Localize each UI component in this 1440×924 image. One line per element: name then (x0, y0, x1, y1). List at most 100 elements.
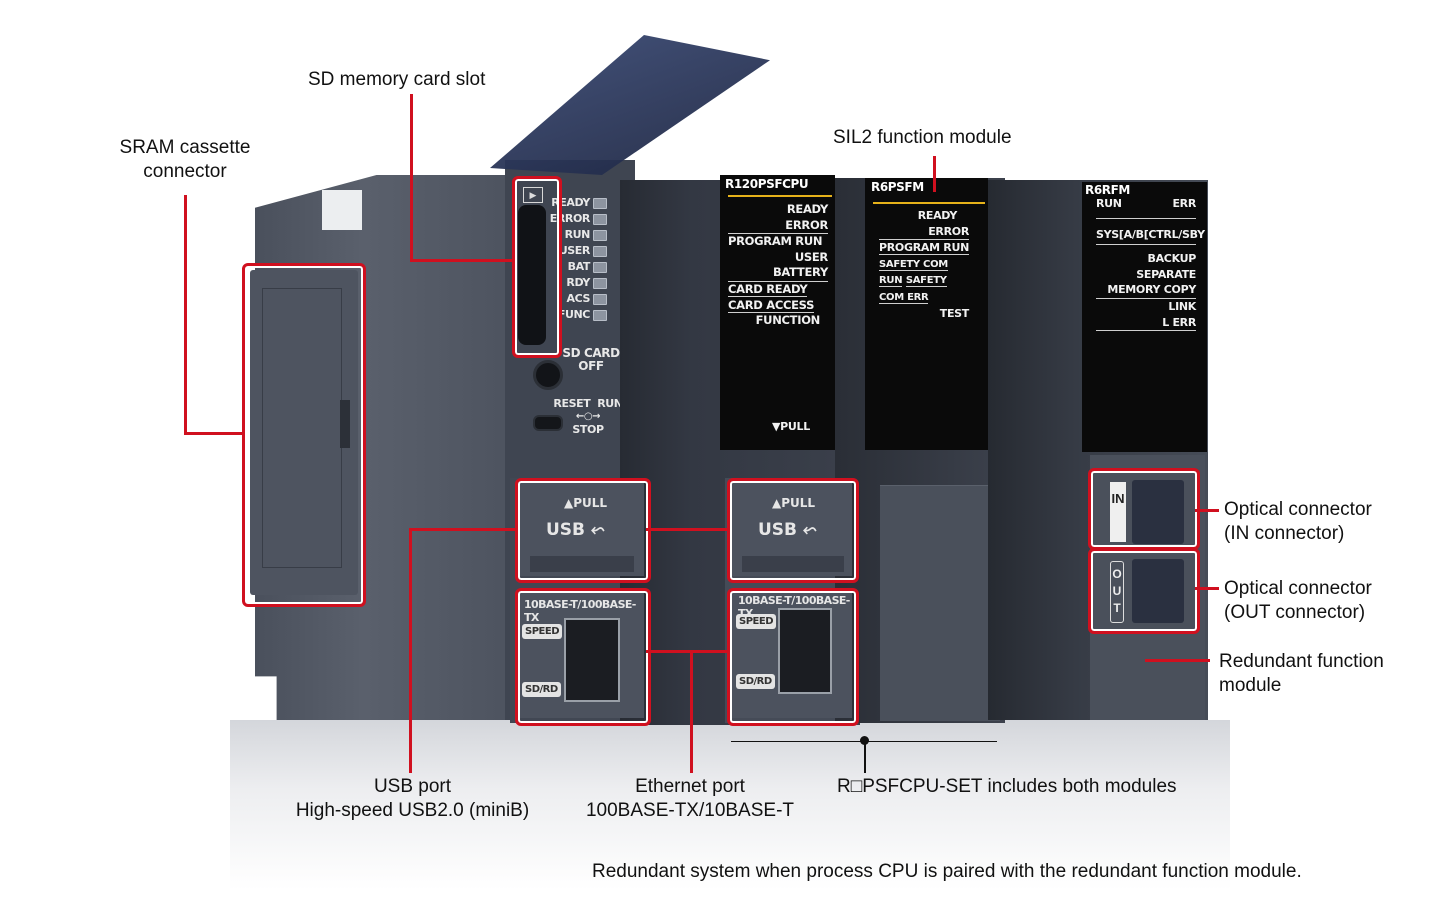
led-label: RDY (566, 276, 590, 289)
highlight-eth-cpu (515, 588, 651, 726)
rfm-l-err: L ERR (1096, 315, 1196, 332)
rfm-run: RUN (1096, 197, 1122, 210)
led-user (593, 246, 607, 257)
led-bat (593, 262, 607, 273)
label-sd-slot: SD memory card slot (308, 69, 486, 90)
rfm-separate: SEPARATE (1136, 267, 1196, 281)
optical-out-connector[interactable]: OUT (1096, 555, 1192, 627)
module-sil2-lower (880, 485, 1000, 721)
module-cpu-display: R120PSFCPU READY ERROR PROGRAM RUN USER … (720, 175, 835, 450)
led-label: BAT (567, 260, 591, 273)
led-label: ACS (566, 292, 590, 305)
usb-pull-label: ▲PULL (564, 496, 608, 510)
led-label: USER (558, 244, 591, 257)
rfm-sys: SYS (1096, 227, 1119, 241)
led-run (593, 230, 607, 241)
rfm-err: ERR (1172, 197, 1196, 210)
leader-redundant (1145, 659, 1210, 662)
rfm-sys-a: A (1123, 227, 1133, 241)
speed-tag: SPEED (522, 624, 562, 639)
label-usb: USB port High-speed USB2.0 (miniB) (295, 776, 530, 821)
sd-card-off-label: SD CARD OFF (562, 346, 620, 373)
rj45-jack (564, 618, 620, 702)
ethernet-spec-label: 10BASE-T/100BASE-TX (524, 598, 636, 624)
leader-usb-h1 (409, 528, 517, 531)
run-stop-reset-switch[interactable] (533, 415, 563, 431)
led-label: FUNC (557, 308, 591, 321)
leader-optical-out (1195, 587, 1219, 590)
label-sram: SRAM cassette connector (119, 137, 251, 182)
leader-optical-in (1195, 509, 1219, 512)
module-cpu-indicators: READY ERROR PROGRAM RUN USER BATTERY CAR… (728, 202, 828, 328)
usb-icon: ⬿ (590, 520, 605, 540)
leader-eth-h (646, 650, 728, 653)
highlight-sd-slot (512, 176, 562, 358)
highlight-usb-module (727, 478, 859, 583)
switch-run-label: RUN (597, 397, 623, 410)
module-sil2-display: R6PSFM READY ERROR PROGRAM RUN SAFETY CO… (865, 178, 988, 450)
sd-slot (518, 205, 546, 345)
optical-in-connector[interactable]: IN (1096, 476, 1192, 548)
highlight-optical-in (1088, 468, 1200, 550)
usb-label: USB ⬿ (758, 520, 817, 540)
label-ethernet: Ethernet port 100BASE-TX/10BASE-T (585, 776, 795, 821)
usb-label: USB ⬿ (546, 520, 605, 540)
sd-card-lid (490, 35, 770, 175)
floor-reflection (230, 720, 1230, 890)
leader-sd-h (410, 259, 514, 262)
sd-card-icon: ▶ (523, 187, 543, 203)
led-func (593, 310, 607, 321)
leader-sd-v (410, 94, 413, 261)
rfm-ctrl: CTRL (1148, 227, 1179, 241)
module-cpu-pull-label[interactable]: ▼PULL (772, 420, 810, 433)
label-redundant: Redundant function module (1219, 651, 1384, 696)
led-rdy (593, 278, 607, 289)
usb-icon: ⬿ (802, 520, 817, 540)
module-rfm-model: R6RFM (1085, 183, 1130, 197)
rfm-sys-b: B (1135, 227, 1144, 241)
sdrd-tag: SD/RD (736, 674, 775, 689)
leader-sram-h (184, 432, 244, 435)
leader-sram-v (184, 195, 187, 435)
label-optical-out: Optical connector (OUT connector) (1224, 578, 1372, 623)
led-ready (593, 198, 607, 209)
switch-reset-label: RESET (553, 397, 591, 410)
label-sil2: SIL2 function module (833, 127, 1012, 148)
sram-cover (250, 270, 358, 595)
label-optical-in: Optical connector (IN connector) (1224, 499, 1372, 544)
set-bracket-v (864, 740, 866, 773)
usb-port-cpu[interactable]: ▲PULL USB ⬿ (520, 482, 644, 576)
in-tag: IN (1110, 482, 1126, 542)
leader-usb-v (409, 528, 412, 773)
leader-eth-v (690, 650, 693, 773)
rfm-memory-copy: MEMORY COPY (1096, 282, 1196, 299)
leader-usb-h2 (646, 528, 728, 531)
rfm-link: LINK (1168, 299, 1196, 313)
switch-stop-label: STOP (572, 423, 604, 436)
sd-card-off-button[interactable] (533, 360, 563, 390)
highlight-usb-cpu (515, 478, 651, 583)
sdrd-tag: SD/RD (522, 682, 561, 697)
highlight-sram (242, 263, 366, 607)
module-sil2-model: R6PSFM (871, 180, 924, 194)
ethernet-port-module[interactable]: 10BASE-T/100BASE-TX SPEED SD/RD (732, 592, 852, 718)
switch-labels: RESET RUN ←○→ STOP (553, 397, 623, 436)
rfm-sby: SBY (1182, 227, 1205, 241)
highlight-eth-module (727, 588, 859, 726)
cpu-top-white (322, 190, 362, 230)
rfm-backup: BACKUP (1147, 252, 1197, 266)
highlight-optical-out (1088, 548, 1200, 634)
usb-port-module[interactable]: ▲PULL USB ⬿ (732, 482, 852, 576)
module-cpu-model: R120PSFCPU (725, 177, 809, 191)
usb-pull-label: ▲PULL (772, 496, 816, 510)
led-error (593, 214, 607, 225)
led-acs (593, 294, 607, 305)
rj45-jack (778, 608, 832, 694)
label-set-note: R□PSFCPU-SET includes both modules (837, 776, 1177, 797)
led-label: RUN (564, 228, 591, 241)
out-tag: OUT (1110, 561, 1124, 623)
ethernet-port-cpu[interactable]: 10BASE-T/100BASE-TX SPEED SD/RD (520, 592, 644, 718)
